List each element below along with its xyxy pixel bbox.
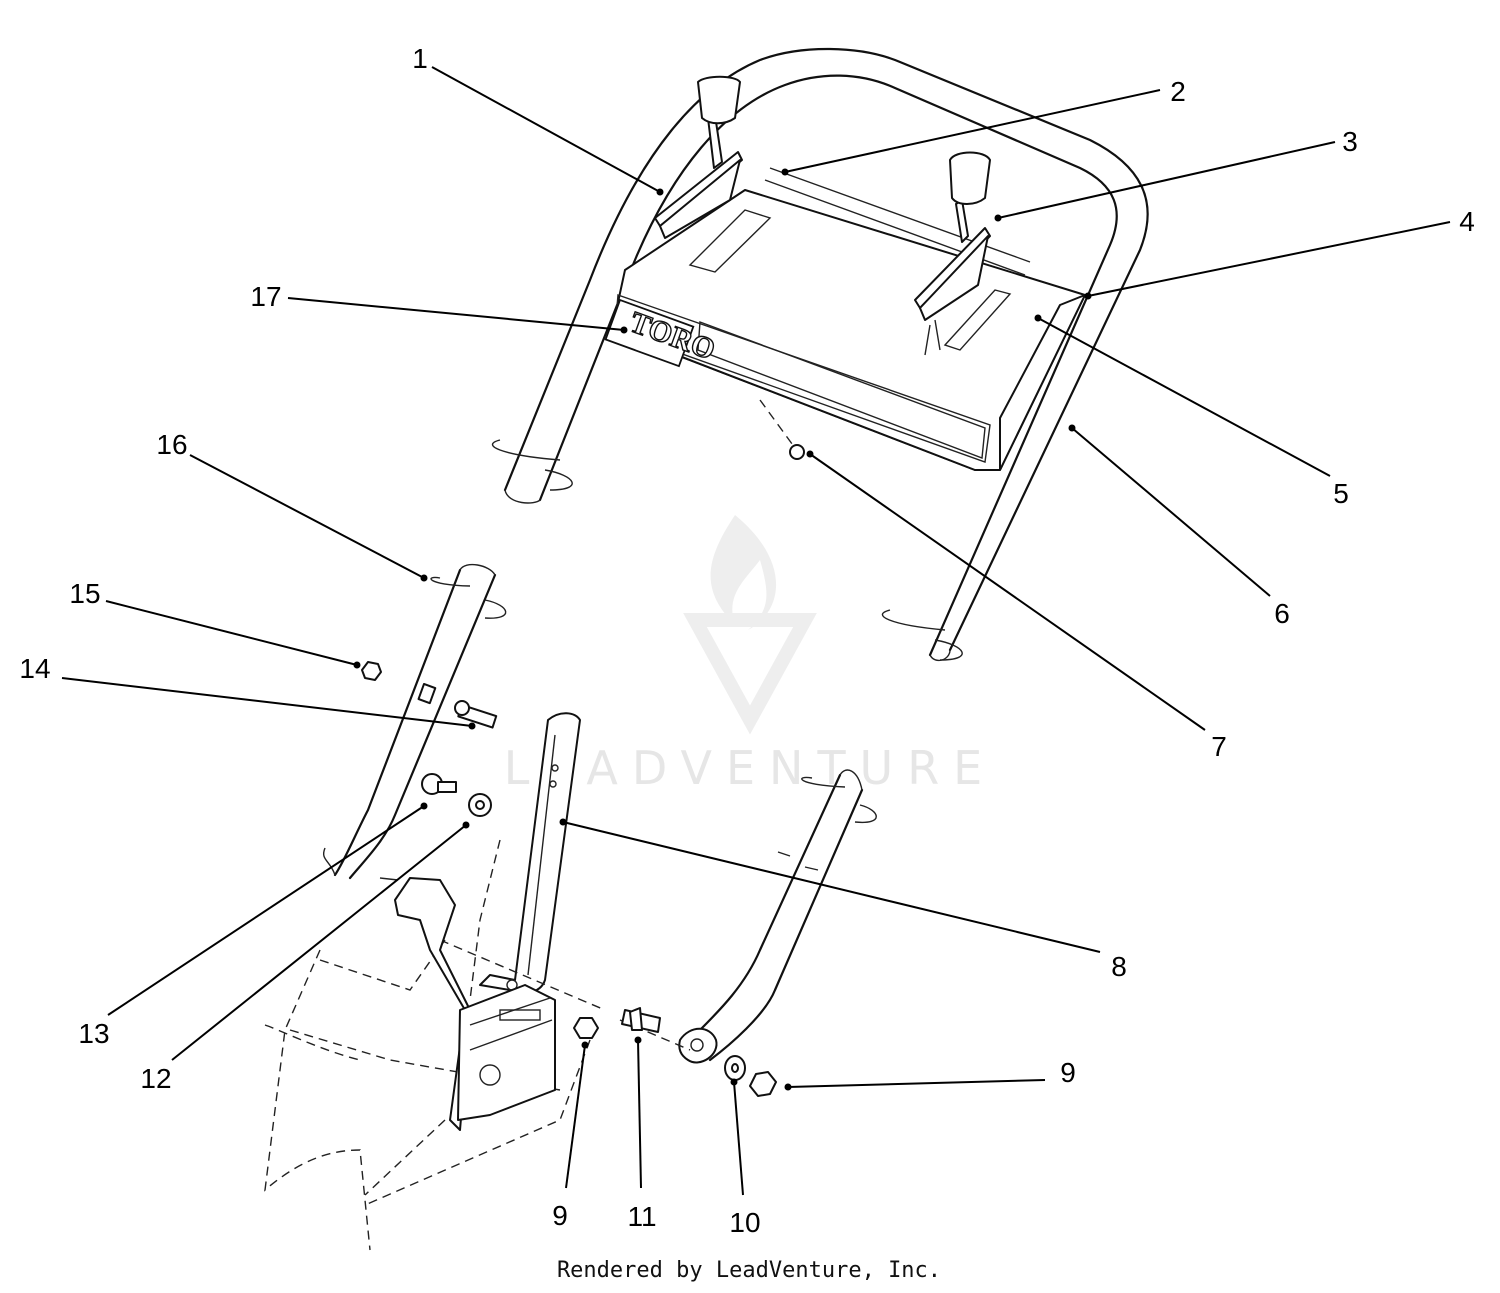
callout-9-right: 9 [784,1057,1076,1091]
callout-10: 10 [729,1078,761,1238]
callout-label: 11 [627,1201,656,1232]
callout-label: 16 [156,429,187,460]
callout-label: 7 [1211,731,1227,762]
frame-bracket [379,877,556,1131]
callout-17: 17 [250,281,628,334]
callout-11: 11 [627,1036,657,1232]
hex-nut-9-right [749,1071,777,1097]
callout-label: 5 [1333,478,1349,509]
callout-9-left: 9 [552,1041,589,1231]
callout-13: 13 [78,802,428,1049]
hex-nut-15 [361,661,382,681]
callout-12: 12 [140,821,470,1094]
leadventure-watermark: LEADVENTURE [504,515,997,795]
callout-label: 9 [1060,1057,1076,1088]
carriage-bolt-13 [421,773,457,795]
callout-2: 2 [781,76,1186,176]
left-throttle-lever [654,75,743,239]
callout-label: 6 [1274,598,1290,629]
render-credit: Rendered by LeadVenture, Inc. [557,1258,941,1283]
upper-handle [491,47,1149,662]
washer-12 [468,793,492,817]
callout-4: 4 [1084,206,1475,300]
callout-label: 3 [1342,126,1358,157]
right-choke-lever [914,151,991,356]
callout-label: 14 [19,653,50,684]
callout-3: 3 [994,126,1358,222]
callout-14: 14 [19,653,476,730]
callout-label: 13 [78,1018,109,1049]
callout-label: 8 [1111,951,1127,982]
callout-label: 9 [552,1200,568,1231]
callout-label: 17 [250,281,281,312]
shoulder-bolt-11 [621,1007,661,1033]
callout-15: 15 [69,578,361,669]
callout-6: 6 [1068,424,1290,629]
watermark-text: LEADVENTURE [504,741,997,795]
callout-label: 12 [140,1063,171,1094]
callout-7: 7 [806,450,1227,762]
pivot-bolt [454,700,498,729]
panel-screw [759,399,805,460]
washer-10 [724,1055,746,1081]
lower-right-handle [678,769,877,1064]
callout-1: 1 [412,43,664,196]
hex-nut-9-left [573,1017,599,1039]
callout-5: 5 [1034,314,1349,509]
callout-label: 2 [1170,76,1186,107]
callout-label: 1 [412,43,428,74]
callout-16: 16 [156,429,428,582]
callout-label: 15 [69,578,100,609]
callout-8: 8 [559,818,1127,982]
callout-label: 10 [729,1207,760,1238]
lower-left-handle [323,563,507,880]
callout-label: 4 [1459,206,1475,237]
